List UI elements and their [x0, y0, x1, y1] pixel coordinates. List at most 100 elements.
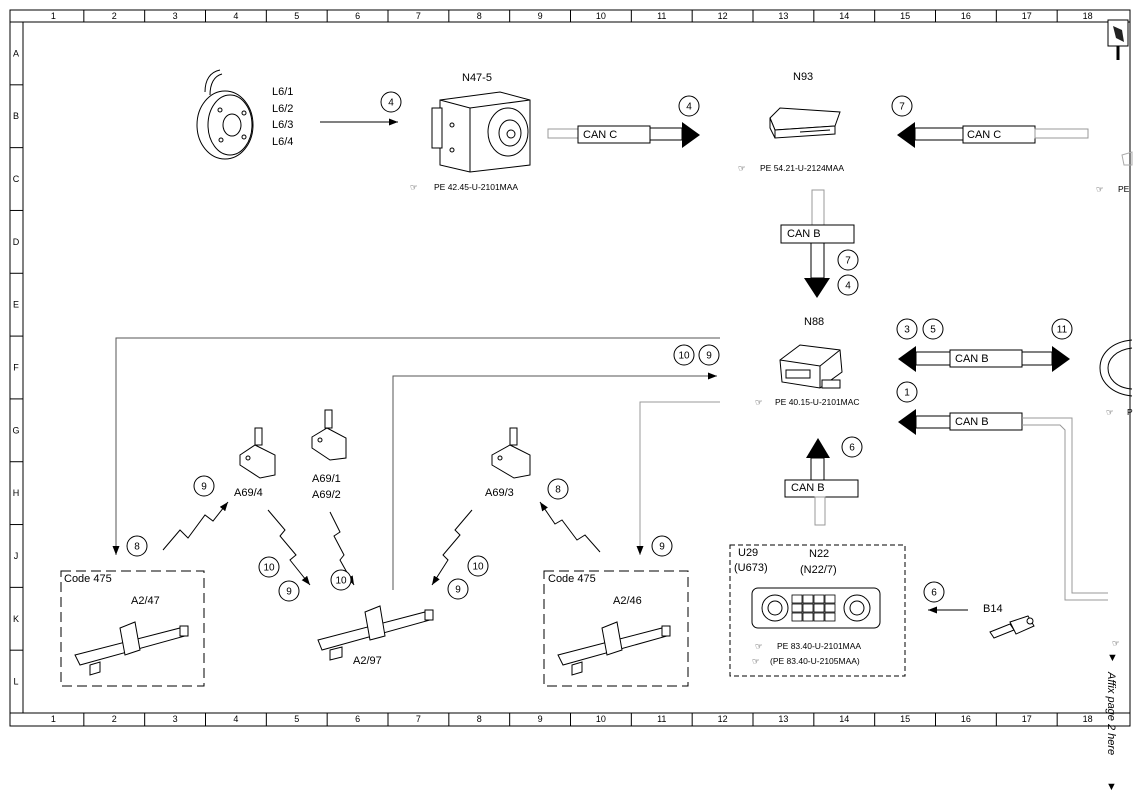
n88-label: N88 — [804, 316, 824, 328]
grid-row-label: E — [13, 300, 19, 310]
grid-column-label: 13 — [778, 11, 788, 21]
wheel-hub-icon — [196, 69, 254, 160]
n47-5-ref: PE 42.45-U-2101MAA — [434, 182, 518, 192]
callout-number: 9 — [659, 542, 665, 553]
callout-number: 9 — [286, 587, 292, 598]
reference-hand-icon: ☞ — [410, 182, 418, 192]
grid-column-label: 1 — [51, 714, 56, 724]
callout-circle — [837, 249, 859, 271]
grid-column-label: 10 — [596, 11, 606, 21]
callout-number: 10 — [263, 563, 275, 574]
affix-note-text: Affix page 2 here — [1105, 671, 1117, 755]
callout-number: 10 — [472, 562, 484, 573]
can-c-link-right — [897, 122, 1089, 148]
can-b-label-bidirectional: CAN B — [955, 353, 989, 365]
a69-3-label: A69/3 — [485, 487, 514, 499]
instrument-cluster-icon — [1099, 339, 1133, 397]
callout-circle — [891, 95, 913, 117]
can-c-label-right: CAN C — [967, 129, 1001, 141]
grid-row-label: H — [13, 488, 20, 498]
code-475-label-left: Code 475 — [64, 573, 112, 585]
a69-1-label: A69/1 — [312, 473, 341, 485]
callout-number: 3 — [904, 325, 910, 336]
right-ref-partial-mid: P — [1127, 407, 1133, 417]
callout-circle — [837, 274, 859, 296]
reference-hand-icon-5: ☞ — [1106, 407, 1114, 417]
callout-circle — [278, 580, 300, 602]
a2-46-label: A2/46 — [613, 595, 642, 607]
can-c-link-left — [547, 122, 700, 148]
grid-row-label: D — [13, 237, 20, 247]
grid-column-label: 15 — [900, 11, 910, 21]
callout-circle — [698, 344, 720, 366]
can-b-link-vertical-top — [780, 189, 855, 298]
grid-column-label: 14 — [839, 11, 849, 21]
antenna-a2-47-icon — [74, 621, 189, 676]
callout-number: 8 — [134, 542, 140, 553]
grid-column-label: 16 — [961, 714, 971, 724]
climate-panel-icon — [751, 587, 881, 629]
a69-2-label: A69/2 — [312, 489, 341, 501]
callout-circle — [896, 381, 918, 403]
temperature-sensor-icon — [989, 615, 1035, 639]
grid-column-label: 5 — [294, 11, 299, 21]
a69-4-label: A69/4 — [234, 487, 263, 499]
code-475-label-right: Code 475 — [548, 573, 596, 585]
sensor-a69-4-icon — [239, 427, 276, 479]
callout-number: 8 — [555, 485, 561, 496]
n22-ref-2: (PE 83.40-U-2105MAA) — [770, 656, 860, 666]
partial-component-icon-top — [1121, 151, 1133, 166]
reference-hand-icon-8: ☞ — [1112, 638, 1120, 648]
reference-hand-icon-3: ☞ — [1096, 184, 1104, 194]
grid-column-label: 4 — [233, 11, 238, 21]
wheel-label-l6-4: L6/4 — [272, 136, 293, 148]
can-b-link-input — [898, 409, 1108, 601]
grid-column-label: 4 — [233, 714, 238, 724]
grid-row-label: K — [13, 614, 19, 624]
option-box-left — [60, 570, 205, 687]
grid-column-label: 16 — [961, 11, 971, 21]
can-b-link-vertical-bottom — [784, 438, 859, 526]
grid-column-label: 3 — [173, 714, 178, 724]
callout-number: 9 — [201, 482, 207, 493]
n93-ref: PE 54.21-U-2124MAA — [760, 163, 844, 173]
grid-column-label: 7 — [416, 714, 421, 724]
callout-circle — [678, 95, 700, 117]
grid-column-label: 15 — [900, 714, 910, 724]
grid-column-label: 12 — [718, 714, 728, 724]
n22-7-label: (N22/7) — [800, 564, 837, 576]
callout-number: 5 — [930, 325, 936, 336]
grid-row-label: F — [13, 363, 19, 373]
n22-ref-1: PE 83.40-U-2101MAA — [777, 641, 861, 651]
grid-row-label: A — [13, 48, 19, 58]
callout-number: 11 — [1057, 325, 1068, 336]
u673-label: (U673) — [734, 562, 768, 574]
grid-column-label: 14 — [839, 714, 849, 724]
callout-number: 10 — [335, 576, 347, 587]
grid-column-label: 11 — [657, 11, 666, 21]
grid-row-label: G — [12, 425, 19, 435]
grid-column-label: 18 — [1083, 714, 1093, 724]
grid-column-label: 5 — [294, 714, 299, 724]
b14-label: B14 — [983, 603, 1003, 615]
grid-column-label: 10 — [596, 714, 606, 724]
u29-label: U29 — [738, 547, 758, 559]
callout-circle — [841, 436, 863, 458]
can-b-label-input: CAN B — [955, 416, 989, 428]
callout-number: 1 — [904, 388, 910, 399]
grid-column-label: 6 — [355, 11, 360, 21]
grid-column-label: 13 — [778, 714, 788, 724]
can-c-label-left: CAN C — [583, 129, 617, 141]
can-b-label-bottom: CAN B — [791, 482, 825, 494]
a2-47-label: A2/47 — [131, 595, 160, 607]
callout-number: 7 — [899, 102, 905, 113]
wheel-label-l6-2: L6/2 — [272, 103, 293, 115]
climate-control-box — [729, 544, 906, 677]
callout-number: 7 — [845, 256, 851, 267]
callout-circle — [896, 318, 918, 340]
callout-number: 6 — [849, 443, 855, 454]
